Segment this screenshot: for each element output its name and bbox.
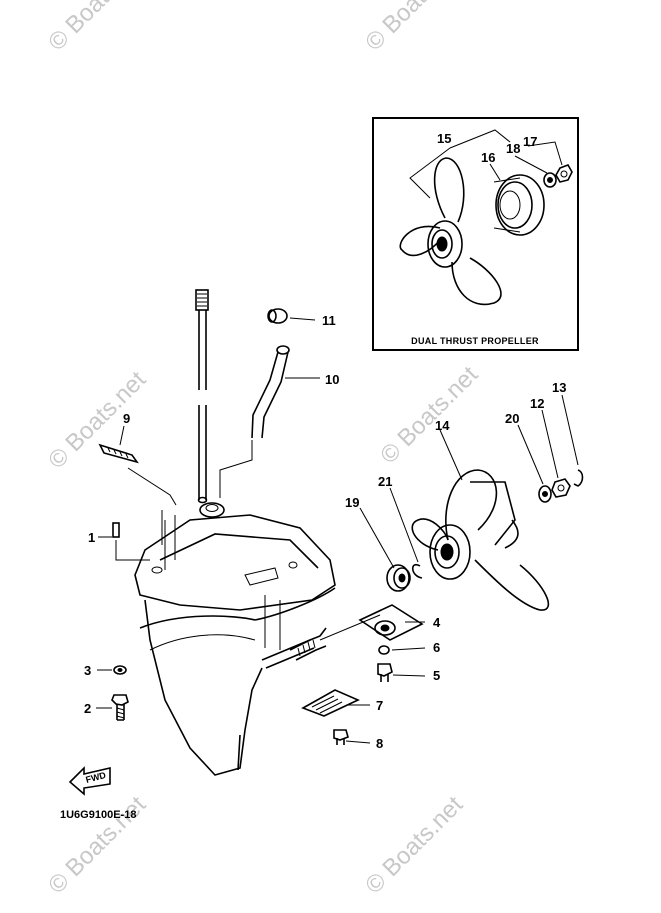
callout-14: 14 <box>435 418 450 433</box>
watermark-mid-right: © Boats.net <box>375 361 483 469</box>
part-2-bolt <box>96 694 129 721</box>
callout-2: 2 <box>84 701 91 716</box>
callout-20: 20 <box>505 411 519 426</box>
watermark-mid-left: © Boats.net <box>43 366 151 474</box>
inset-callout-18: 18 <box>506 141 520 156</box>
watermark-bottom-right: © Boats.net <box>360 791 468 899</box>
callout-1: 1 <box>88 530 95 545</box>
part-5-bolt <box>377 663 426 682</box>
inset-callout-17: 17 <box>523 134 537 149</box>
part-3-washer <box>97 665 127 675</box>
part-10-water-tube <box>251 345 320 439</box>
inset-thrust-washer <box>493 174 545 236</box>
part-9-plate <box>98 425 139 464</box>
callout-7: 7 <box>376 698 383 713</box>
part-19-spacer <box>359 507 411 592</box>
part-4-anode <box>358 604 425 641</box>
fwd-label: FWD <box>85 770 108 785</box>
watermark-bottom-left: © Boats.net <box>43 791 151 899</box>
lower-unit-housing <box>134 502 336 776</box>
inset-leader-15 <box>409 129 511 199</box>
part-21-ring <box>389 487 423 579</box>
inset-leader-18 <box>514 155 548 174</box>
inset-callout-15: 15 <box>437 131 451 146</box>
part-6-washer <box>378 645 426 655</box>
watermark-top-right: © Boats.net <box>360 0 468 56</box>
callout-10: 10 <box>325 372 339 387</box>
inset-leader-16 <box>489 163 501 181</box>
callout-6: 6 <box>433 640 440 655</box>
inset-nut <box>555 164 573 183</box>
part-11-grommet <box>267 308 316 324</box>
inset-leader-17 <box>527 141 563 166</box>
callout-13: 13 <box>552 380 566 395</box>
inset-caption: DUAL THRUST PROPELLER <box>411 336 539 346</box>
callout-4: 4 <box>433 615 441 630</box>
callout-21: 21 <box>378 474 392 489</box>
callout-19: 19 <box>345 495 359 510</box>
callout-9: 9 <box>123 411 130 426</box>
part-12-nut <box>541 409 571 498</box>
inset-propeller <box>399 157 502 306</box>
callout-8: 8 <box>376 736 383 751</box>
part-8-screw <box>333 729 371 745</box>
assembly-guide-lines <box>115 440 253 561</box>
drive-shaft <box>195 289 209 504</box>
callout-5: 5 <box>433 668 440 683</box>
part-13-cotter-pin <box>561 394 584 487</box>
propeller-shaft <box>261 614 381 669</box>
fwd-arrow: FWD <box>68 766 111 796</box>
diagram-code: 1U6G9100E-18 <box>60 809 136 821</box>
dual-thrust-propeller-inset: 15 16 18 17 DUAL THRUST PROPELLER <box>372 117 579 351</box>
watermark-top-left: © Boats.net <box>43 0 151 56</box>
part-7-trim-tab <box>301 689 370 717</box>
part-14-propeller <box>411 429 550 611</box>
callout-3: 3 <box>84 663 91 678</box>
callout-numbers: 1 2 3 4 5 6 7 8 9 10 11 12 13 14 19 20 2… <box>84 313 566 751</box>
callout-11: 11 <box>322 313 336 328</box>
inset-washer <box>543 172 557 188</box>
part-20-washer <box>517 424 552 503</box>
part-1-dowel-pin <box>98 522 120 538</box>
callout-12: 12 <box>530 396 544 411</box>
inset-callout-16: 16 <box>481 150 495 165</box>
inset-frame <box>372 117 579 351</box>
